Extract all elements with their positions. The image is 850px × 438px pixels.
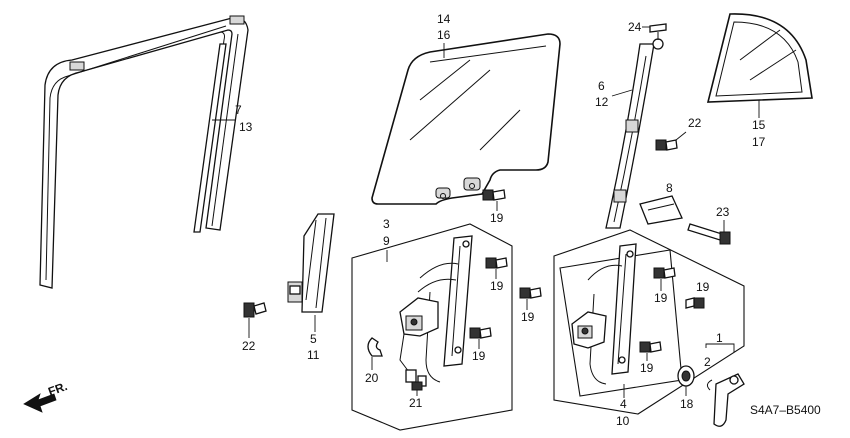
callout-9: 9 [383, 234, 390, 248]
bolt-22-left [243, 302, 267, 318]
bolt-19-f [685, 297, 705, 309]
callout-17: 17 [752, 135, 766, 149]
regulator-box-left [351, 223, 513, 431]
callout-8: 8 [666, 181, 673, 195]
callout-21: 21 [409, 396, 423, 410]
direction-label: FR. [46, 379, 69, 399]
callout-19-b: 19 [521, 310, 535, 324]
door-run-channel [39, 15, 249, 289]
callout-19-e: 19 [640, 361, 654, 375]
bolt-19-glass [482, 189, 506, 201]
quarter-glass [706, 13, 813, 103]
callout-12: 12 [595, 95, 609, 109]
bolt-19-a [485, 257, 508, 269]
callout-6: 6 [598, 79, 605, 93]
door-glass [371, 33, 561, 205]
clip-2 [706, 379, 713, 391]
callout-11: 11 [307, 348, 320, 362]
callout-20: 20 [365, 371, 379, 385]
bolt-19-b [519, 287, 542, 299]
callout-24: 24 [628, 20, 642, 34]
front-arrow-icon [23, 393, 57, 413]
callout-19-c: 19 [472, 349, 486, 363]
bracket-8 [639, 195, 683, 225]
bolt-23 [687, 223, 731, 245]
screw-24 [649, 23, 667, 40]
callout-19-glass: 19 [490, 211, 504, 225]
callout-10: 10 [616, 414, 630, 428]
callout-15: 15 [752, 118, 766, 132]
diagram-code: S4A7–B5400 [750, 403, 821, 417]
center-guide [605, 38, 664, 229]
callout-22-left: 22 [242, 339, 256, 353]
clip-21 [411, 381, 423, 391]
callout-4: 4 [620, 397, 627, 411]
callout-19-d: 19 [654, 291, 668, 305]
bolt-19-e [639, 341, 662, 353]
callout-1: 1 [716, 331, 723, 345]
callout-7: 7 [235, 103, 242, 117]
washer-18 [677, 365, 695, 387]
callout-2: 2 [704, 355, 711, 369]
callout-14: 14 [437, 12, 451, 26]
callout-5: 5 [310, 332, 317, 346]
window-regulator-right [571, 243, 637, 385]
callout-19-a: 19 [490, 279, 504, 293]
harness-clip-20 [367, 337, 383, 357]
callout-3: 3 [383, 217, 390, 231]
callout-23: 23 [716, 205, 730, 219]
callout-22-right: 22 [688, 116, 702, 130]
center-sash [287, 213, 335, 313]
callout-18: 18 [680, 397, 694, 411]
window-regulator-left [399, 235, 473, 387]
callout-13: 13 [239, 120, 253, 134]
bracket-1 [705, 343, 735, 352]
bolt-22-right [655, 139, 678, 151]
callout-16: 16 [437, 28, 451, 42]
callout-19-f: 19 [696, 280, 710, 294]
regulator-handle [713, 373, 745, 427]
regulator-box-right [553, 229, 745, 415]
bolt-19-d [653, 267, 676, 279]
bolt-19-c [469, 327, 492, 339]
